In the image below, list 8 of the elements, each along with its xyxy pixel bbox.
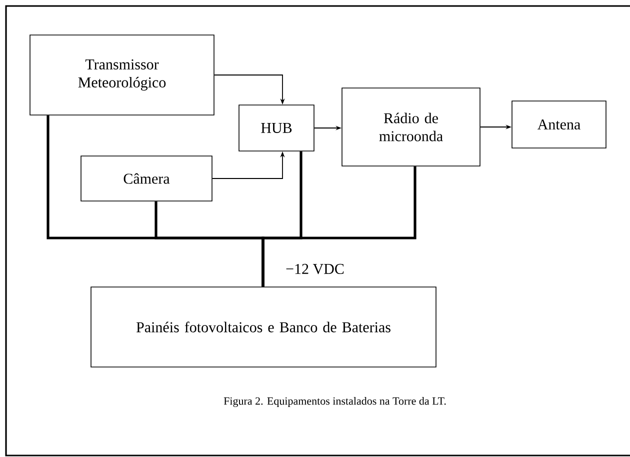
block-box: Transmissor Meteorológico (30, 34, 214, 116)
block-box: Antena (512, 100, 606, 148)
block-box: Câmera (80, 156, 212, 202)
block-box: HUB (238, 104, 314, 152)
block-box: Painéis fotovoltaicos e Banco de Baterias (90, 286, 436, 368)
block-box: Rádio de microonda (342, 88, 480, 166)
connector (262, 166, 416, 287)
caption: Figura 2. Equipamentos instalados na Torre da LT. (224, 397, 446, 407)
